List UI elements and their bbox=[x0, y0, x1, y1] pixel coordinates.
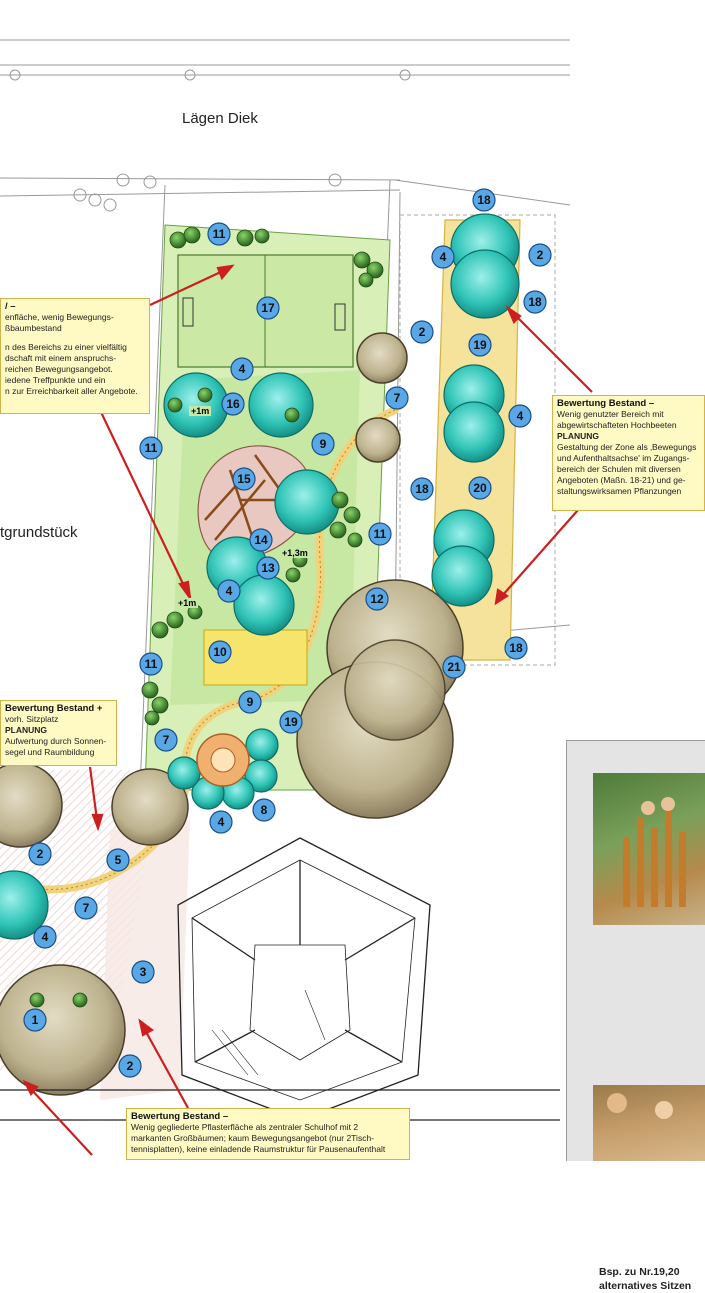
note-line: Aufwertung durch Sonnen- bbox=[5, 736, 107, 746]
note-line: abgewirtschafteten Hochbeeten bbox=[557, 420, 677, 430]
note-line: markanten Großbäumen; kaum Bewegungsange… bbox=[131, 1133, 375, 1143]
note-heading: Bewertung Bestand + bbox=[5, 703, 103, 714]
photo-post bbox=[679, 832, 686, 907]
photo-person bbox=[607, 1093, 627, 1113]
photo-post bbox=[651, 827, 658, 907]
note-line: bereich der Schulen mit diversen bbox=[557, 464, 681, 474]
note-line: reichen Bewegungsangebot. bbox=[5, 364, 113, 374]
note-heading: / – bbox=[5, 301, 16, 312]
note-line: Gestaltung der Zone als ‚Bewegungs bbox=[557, 442, 697, 452]
seating-center bbox=[210, 747, 236, 773]
note-heading: Bewertung Bestand – bbox=[557, 398, 655, 409]
note-line: Wenig gegliederte Pflasterfläche als zen… bbox=[131, 1122, 359, 1132]
note-movement-axis: Bewertung Bestand – Wenig genutzter Bere… bbox=[552, 395, 705, 511]
sports-court bbox=[203, 629, 308, 686]
shrubs bbox=[29, 226, 384, 1008]
note-line: n des Bereichs zu einer vielfältig bbox=[5, 342, 127, 352]
note-planning-label: PLANUNG bbox=[5, 725, 48, 735]
photo-person bbox=[641, 801, 655, 815]
example-photo-seating bbox=[593, 773, 705, 925]
planned-trees bbox=[0, 213, 520, 940]
caption-line: alternatives Sitzen bbox=[599, 1280, 692, 1292]
photo-person bbox=[661, 797, 675, 811]
photo-post bbox=[623, 837, 630, 907]
height-label: +1m bbox=[176, 598, 199, 608]
note-line: enfläche, wenig Bewegungs- bbox=[5, 312, 114, 322]
street-name: Lägen Diek bbox=[182, 110, 258, 127]
ball-field bbox=[177, 254, 354, 368]
note-heading: Bewertung Bestand – bbox=[131, 1111, 229, 1122]
example-photo-kids bbox=[593, 1085, 705, 1161]
note-seating: Bewertung Bestand + vorh. Sitzplatz PLAN… bbox=[0, 700, 117, 766]
note-line: ßbaumbestand bbox=[5, 323, 62, 333]
example-panel: Bsp. zu Nr.19,20 alternatives Sitzen bbox=[566, 740, 705, 1292]
example-caption: Bsp. zu Nr.19,20 alternatives Sitzen bbox=[599, 1265, 691, 1293]
note-green-area: / – enfläche, wenig Bewegungs- ßbaumbest… bbox=[0, 298, 150, 414]
photo-post bbox=[665, 807, 672, 907]
note-line: dschaft mit einem anspruchs- bbox=[5, 353, 117, 363]
height-label: +1m bbox=[189, 406, 212, 416]
footpath-outline bbox=[0, 409, 396, 890]
photo-post bbox=[637, 817, 644, 907]
caption-line: Bsp. zu Nr.19,20 bbox=[599, 1266, 680, 1278]
plot-label: tgrundstück bbox=[0, 524, 78, 541]
note-planning-label: PLANUNG bbox=[557, 431, 600, 441]
note-schoolyard: Bewertung Bestand – Wenig gegliederte Pf… bbox=[126, 1108, 410, 1160]
height-label: +1,3m bbox=[280, 548, 310, 558]
note-line: segel und Raumbildung bbox=[5, 747, 95, 757]
note-line: vorh. Sitzplatz bbox=[5, 714, 59, 724]
note-line: iedene Treffpunkte und ein bbox=[5, 375, 106, 385]
note-line: Angeboten (Maßn. 18-21) und ge- bbox=[557, 475, 686, 485]
note-line: Wenig genutzter Bereich mit bbox=[557, 409, 664, 419]
note-line: tennisplatten), keine einladende Raumstr… bbox=[131, 1144, 386, 1154]
note-line: n zur Erreichbarkeit aller Angebote. bbox=[5, 386, 138, 396]
note-line: staltungswirksamen Pflanzungen bbox=[557, 486, 682, 496]
photo-person bbox=[655, 1101, 673, 1119]
note-line: und Aufenthaltsachse' im Zugangs- bbox=[557, 453, 690, 463]
note-line bbox=[5, 334, 145, 342]
callout-arrows bbox=[22, 264, 593, 1156]
